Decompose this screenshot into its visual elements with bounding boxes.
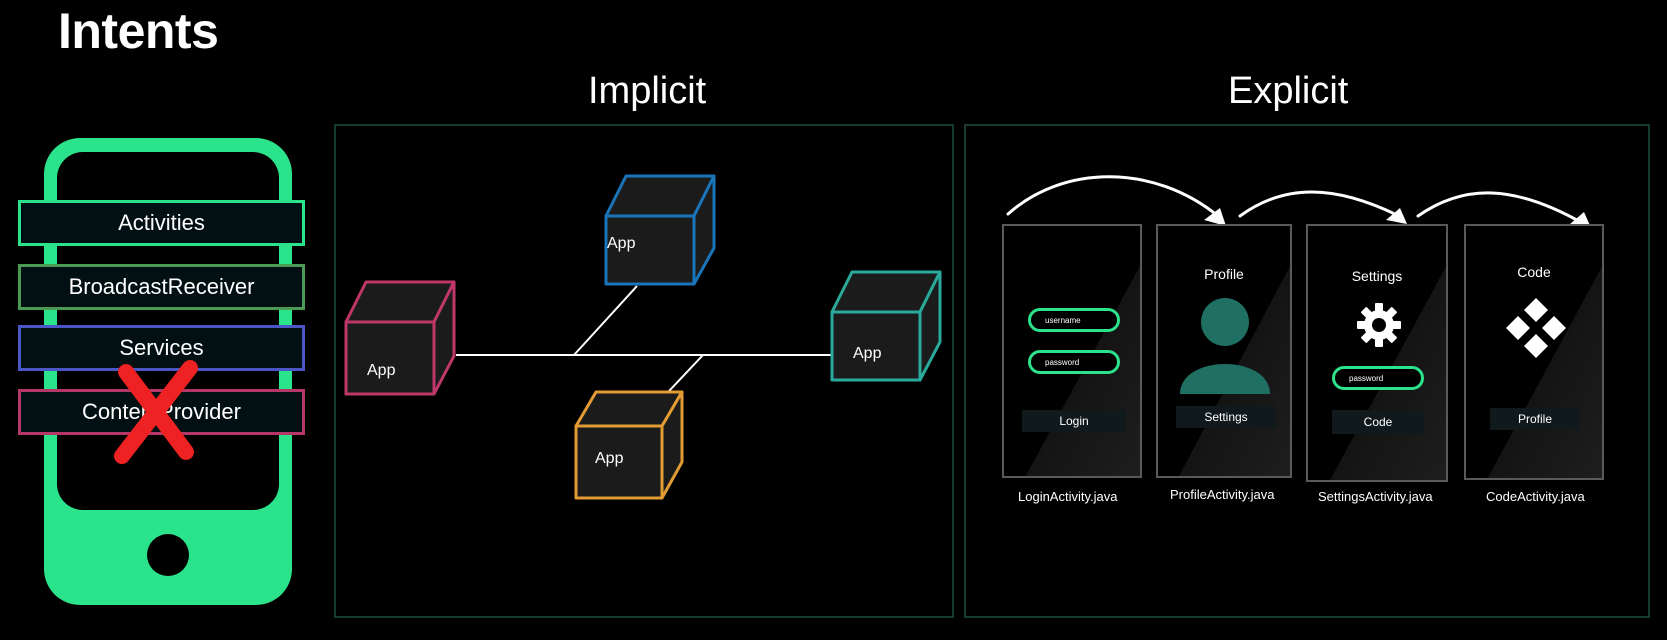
component-label: Services: [119, 335, 204, 360]
login-button[interactable]: Login: [1022, 410, 1126, 432]
app-label: App: [595, 450, 624, 467]
app-label: App: [853, 345, 882, 362]
code-button[interactable]: Code: [1332, 410, 1424, 434]
code-diamond-icon: [1506, 298, 1566, 358]
screen-login: username password Login: [1002, 224, 1142, 478]
user-avatar-icon: [1180, 298, 1270, 394]
username-field[interactable]: username: [1028, 308, 1120, 332]
page-title: Intents: [58, 3, 219, 59]
component-label: Activities: [118, 210, 205, 235]
component-activities: Activities: [18, 200, 305, 246]
app-cube-bottom: [574, 390, 684, 500]
app-cube-right: [830, 270, 942, 382]
screen-profile: Profile Settings: [1156, 224, 1292, 478]
screen-caption: SettingsActivity.java: [1318, 489, 1433, 504]
component-broadcast-receiver: BroadcastReceiver: [18, 264, 305, 310]
password-field[interactable]: password: [1028, 350, 1120, 374]
settings-button[interactable]: Settings: [1176, 406, 1276, 428]
screen-title: Settings: [1351, 268, 1403, 284]
screen-settings: Settings password Code: [1306, 224, 1448, 482]
screen-title: Code: [1517, 264, 1551, 280]
implicit-panel: [334, 124, 954, 618]
implicit-title: Implicit: [588, 70, 707, 112]
explicit-panel: [964, 124, 1650, 618]
implicit-network: [344, 174, 942, 500]
gear-icon: [1357, 303, 1401, 347]
app-cube-top: [604, 174, 716, 286]
password-field[interactable]: password: [1332, 366, 1424, 390]
app-label: App: [607, 235, 636, 252]
screen-caption: CodeActivity.java: [1486, 489, 1585, 504]
explicit-title: Explicit: [1228, 70, 1349, 112]
navigation-arrows: [1006, 175, 1592, 230]
screen-title: Profile: [1204, 266, 1244, 282]
cross-icon: [114, 360, 198, 464]
app-cube-left: [344, 280, 456, 396]
component-services: Services: [18, 325, 305, 371]
screen-caption: ProfileActivity.java: [1170, 487, 1275, 502]
profile-button[interactable]: Profile: [1490, 408, 1580, 430]
screen-caption: LoginActivity.java: [1018, 489, 1118, 504]
component-label: BroadcastReceiver: [68, 274, 255, 299]
app-label: App: [367, 362, 396, 379]
screen-code: Code Profile: [1464, 224, 1604, 480]
phone-home-button: [147, 534, 189, 576]
